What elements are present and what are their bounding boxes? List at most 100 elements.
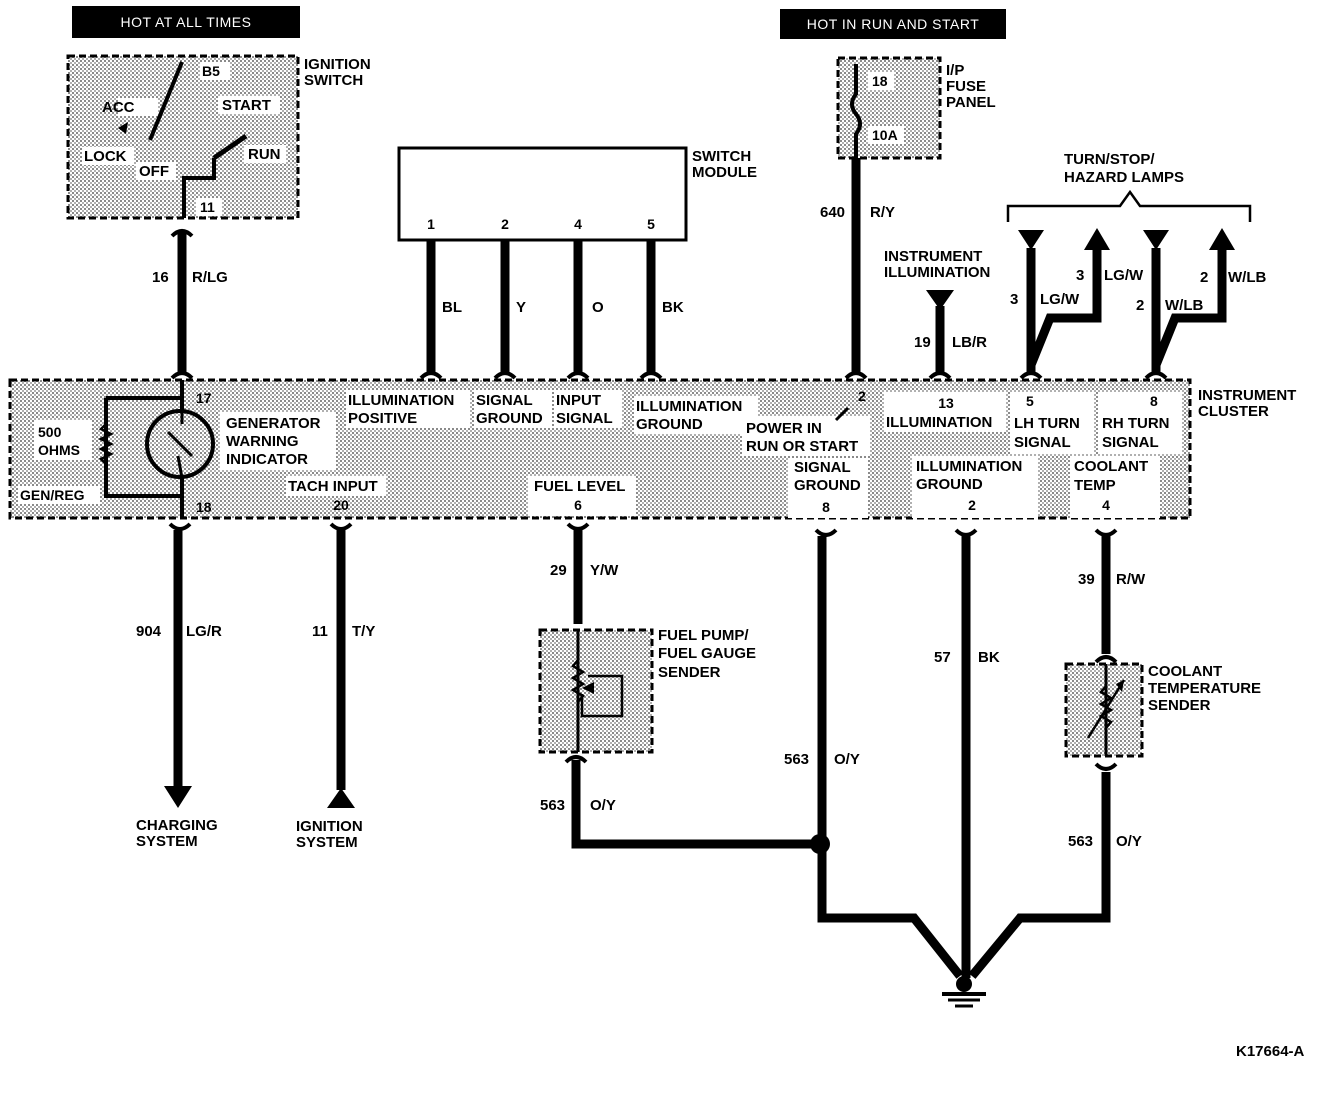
svg-text:500: 500 xyxy=(38,424,62,440)
svg-text:I/P: I/P xyxy=(946,62,964,79)
svg-text:GROUND: GROUND xyxy=(636,416,703,433)
svg-text:RUN: RUN xyxy=(248,146,281,163)
svg-text:5: 5 xyxy=(1026,393,1034,409)
svg-text:INDICATOR: INDICATOR xyxy=(226,451,308,468)
illumination-ground-wire: 57 BK xyxy=(934,536,1000,978)
svg-text:563: 563 xyxy=(1068,833,1093,850)
switch-module: 1 2 4 5 SWITCH MODULE xyxy=(397,146,757,242)
svg-text:2: 2 xyxy=(1200,269,1208,286)
svg-text:W/LB: W/LB xyxy=(1165,297,1203,314)
coolant-sender-circuit: 39 R/W COOLANT TEMPERATURE SENDER 563 O/… xyxy=(968,536,1261,979)
svg-text:BL: BL xyxy=(442,299,462,316)
svg-text:O/Y: O/Y xyxy=(590,797,616,814)
svg-text:GROUND: GROUND xyxy=(794,477,861,494)
svg-text:O/Y: O/Y xyxy=(834,751,860,768)
svg-text:SYSTEM: SYSTEM xyxy=(296,834,358,851)
svg-text:2: 2 xyxy=(858,388,866,404)
svg-text:4: 4 xyxy=(1102,497,1110,513)
svg-text:11: 11 xyxy=(312,623,328,640)
svg-text:19: 19 xyxy=(914,334,931,351)
svg-text:ILLUMINATION: ILLUMINATION xyxy=(348,392,454,409)
svg-text:LH TURN: LH TURN xyxy=(1014,415,1080,432)
svg-text:BK: BK xyxy=(978,649,1000,666)
svg-text:ACC: ACC xyxy=(102,99,135,116)
svg-text:2: 2 xyxy=(968,497,976,513)
svg-text:5: 5 xyxy=(647,216,655,232)
svg-text:RH TURN: RH TURN xyxy=(1102,415,1170,432)
svg-text:TEMPERATURE: TEMPERATURE xyxy=(1148,680,1261,697)
svg-text:GROUND: GROUND xyxy=(916,476,983,493)
svg-text:B5: B5 xyxy=(202,63,220,79)
svg-text:GEN/REG: GEN/REG xyxy=(20,487,85,503)
svg-text:Y: Y xyxy=(516,299,526,316)
svg-text:FUEL GAUGE: FUEL GAUGE xyxy=(658,645,756,662)
svg-text:GENERATOR: GENERATOR xyxy=(226,415,321,432)
svg-text:13: 13 xyxy=(938,395,954,411)
svg-text:2: 2 xyxy=(501,216,509,232)
signal-ground-wire: 563 O/Y xyxy=(784,536,964,979)
svg-text:8: 8 xyxy=(822,499,830,515)
svg-text:OFF: OFF xyxy=(139,163,169,180)
header-hot-in-run-and-start: HOT IN RUN AND START xyxy=(780,9,1006,39)
svg-text:R/LG: R/LG xyxy=(192,269,228,286)
svg-text:1: 1 xyxy=(427,216,435,232)
svg-text:ILLUMINATION: ILLUMINATION xyxy=(884,264,990,281)
svg-text:INSTRUMENT: INSTRUMENT xyxy=(884,248,982,265)
svg-text:LG/R: LG/R xyxy=(186,623,222,640)
charging-system-wire: 904 LG/R CHARGING SYSTEM xyxy=(136,530,222,850)
switch-module-wires: BL Y O BK xyxy=(426,240,684,372)
ground-symbol xyxy=(942,976,986,1008)
ignition-feed-wire: 16 R/LG xyxy=(152,229,228,372)
svg-text:FUSE: FUSE xyxy=(946,78,986,95)
svg-text:SENDER: SENDER xyxy=(658,664,721,681)
svg-text:POSITIVE: POSITIVE xyxy=(348,410,417,427)
ignition-system-wire: 11 T/Y IGNITION SYSTEM xyxy=(296,530,375,851)
svg-text:17: 17 xyxy=(196,390,212,406)
svg-text:SIGNAL: SIGNAL xyxy=(556,410,613,427)
svg-text:LG/W: LG/W xyxy=(1040,291,1080,308)
svg-text:TACH INPUT: TACH INPUT xyxy=(288,478,378,495)
header-hot-at-all-times: HOT AT ALL TIMES xyxy=(72,6,300,38)
svg-text:LOCK: LOCK xyxy=(84,148,127,165)
svg-text:O/Y: O/Y xyxy=(1116,833,1142,850)
svg-text:SYSTEM: SYSTEM xyxy=(136,833,198,850)
svg-text:O: O xyxy=(592,299,604,316)
svg-text:29: 29 xyxy=(550,562,567,579)
svg-text:57: 57 xyxy=(934,649,951,666)
svg-text:COOLANT: COOLANT xyxy=(1074,458,1148,475)
svg-text:11: 11 xyxy=(200,199,215,215)
svg-text:563: 563 xyxy=(784,751,809,768)
svg-text:MODULE: MODULE xyxy=(692,164,757,181)
svg-text:CHARGING: CHARGING xyxy=(136,817,218,834)
svg-text:SWITCH: SWITCH xyxy=(692,148,751,165)
svg-text:ILLUMINATION: ILLUMINATION xyxy=(916,458,1022,475)
svg-text:640: 640 xyxy=(820,204,845,221)
svg-text:16: 16 xyxy=(152,269,169,286)
svg-text:WARNING: WARNING xyxy=(226,433,299,450)
ignition-switch: ACC LOCK OFF START RUN B5 11 IGNITION SW… xyxy=(66,54,371,220)
svg-text:4: 4 xyxy=(574,216,582,232)
fuel-sender-circuit: 29 Y/W FUEL PUMP/ FUEL GAUGE SENDER 563 … xyxy=(538,530,818,849)
svg-text:RUN OR START: RUN OR START xyxy=(746,438,858,455)
svg-text:39: 39 xyxy=(1078,571,1095,588)
svg-text:T/Y: T/Y xyxy=(352,623,375,640)
svg-text:LG/W: LG/W xyxy=(1104,267,1144,284)
svg-text:SWITCH: SWITCH xyxy=(304,72,363,89)
svg-text:HAZARD LAMPS: HAZARD LAMPS xyxy=(1064,169,1184,186)
svg-text:SIGNAL: SIGNAL xyxy=(794,459,851,476)
svg-text:563: 563 xyxy=(540,797,565,814)
svg-text:FUEL LEVEL: FUEL LEVEL xyxy=(534,478,625,495)
svg-text:TEMP: TEMP xyxy=(1074,477,1116,494)
svg-text:LB/R: LB/R xyxy=(952,334,987,351)
svg-text:18: 18 xyxy=(196,499,212,515)
svg-text:CLUSTER: CLUSTER xyxy=(1198,403,1269,420)
instrument-illumination: INSTRUMENT ILLUMINATION 19 LB/R xyxy=(884,248,990,372)
svg-text:IGNITION: IGNITION xyxy=(296,818,363,835)
svg-text:R/Y: R/Y xyxy=(870,204,895,221)
cluster-top-connectors xyxy=(170,371,1168,380)
svg-text:904: 904 xyxy=(136,623,162,640)
svg-text:8: 8 xyxy=(1150,393,1158,409)
svg-text:SENDER: SENDER xyxy=(1148,697,1211,714)
svg-text:W/LB: W/LB xyxy=(1228,269,1266,286)
